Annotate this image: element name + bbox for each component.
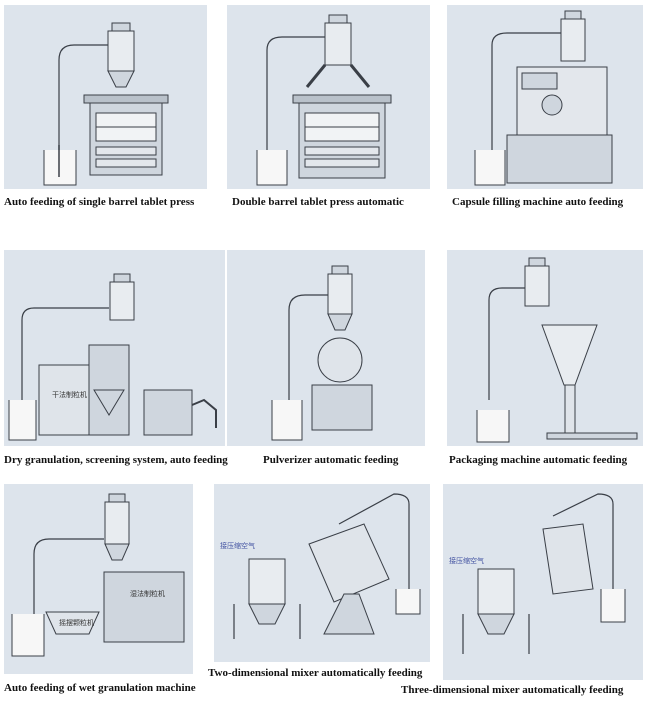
caption-double-barrel: Double barrel tablet press automatic [232,196,404,208]
caption-single-barrel: Auto feeding of single barrel tablet pre… [4,196,195,208]
panel-dry-granulation: 干法制粒机 [4,250,225,446]
wet-granulation-illustration [11,493,185,657]
panel-packaging [447,250,643,446]
pulverizer-illustration [271,265,373,441]
caption-wet-granulation: Auto feeding of wet granulation machine [4,682,196,694]
panel-double-barrel-tablet-press [227,5,430,189]
panel-pulverizer [227,250,425,446]
air-source-label-three-dim: 接压缩空气 [449,557,484,565]
two-dim-mixer-illustration [233,493,421,639]
panel-wet-granulation: 湿法制粒机 摇摆颗粒机 [4,484,193,674]
packaging-illustration [476,257,638,443]
three-dim-mixer-illustration [462,493,626,654]
single-barrel-tablet-press-illustration [43,22,169,186]
panel-three-dim-mixer: 接压缩空气 [443,484,643,680]
caption-packaging: Packaging machine automatic feeding [449,454,628,466]
caption-two-dim-mixer: Two-dimensional mixer automatically feed… [208,667,423,679]
dry-granulation-illustration [8,273,217,441]
wet-granulator-label: 湿法制粒机 [130,590,165,598]
caption-three-dim-mixer: Three-dimensional mixer automatically fe… [401,684,624,696]
sieve-label: 摇摆颗粒机 [59,619,94,627]
panel-capsule-filling [447,5,643,189]
caption-pulverizer: Pulverizer automatic feeding [263,454,399,466]
panel-two-dim-mixer: 接压缩空气 [214,484,430,662]
panel-single-barrel-tablet-press [4,5,207,189]
double-barrel-tablet-press-illustration [256,14,392,186]
caption-capsule: Capsule filling machine auto feeding [452,196,624,208]
capsule-filling-illustration [474,10,613,186]
dry-granulator-label: 干法制粒机 [52,391,87,399]
air-source-label-two-dim: 接压缩空气 [220,542,255,550]
caption-dry-granulation: Dry granulation, screening system, auto … [4,454,228,466]
